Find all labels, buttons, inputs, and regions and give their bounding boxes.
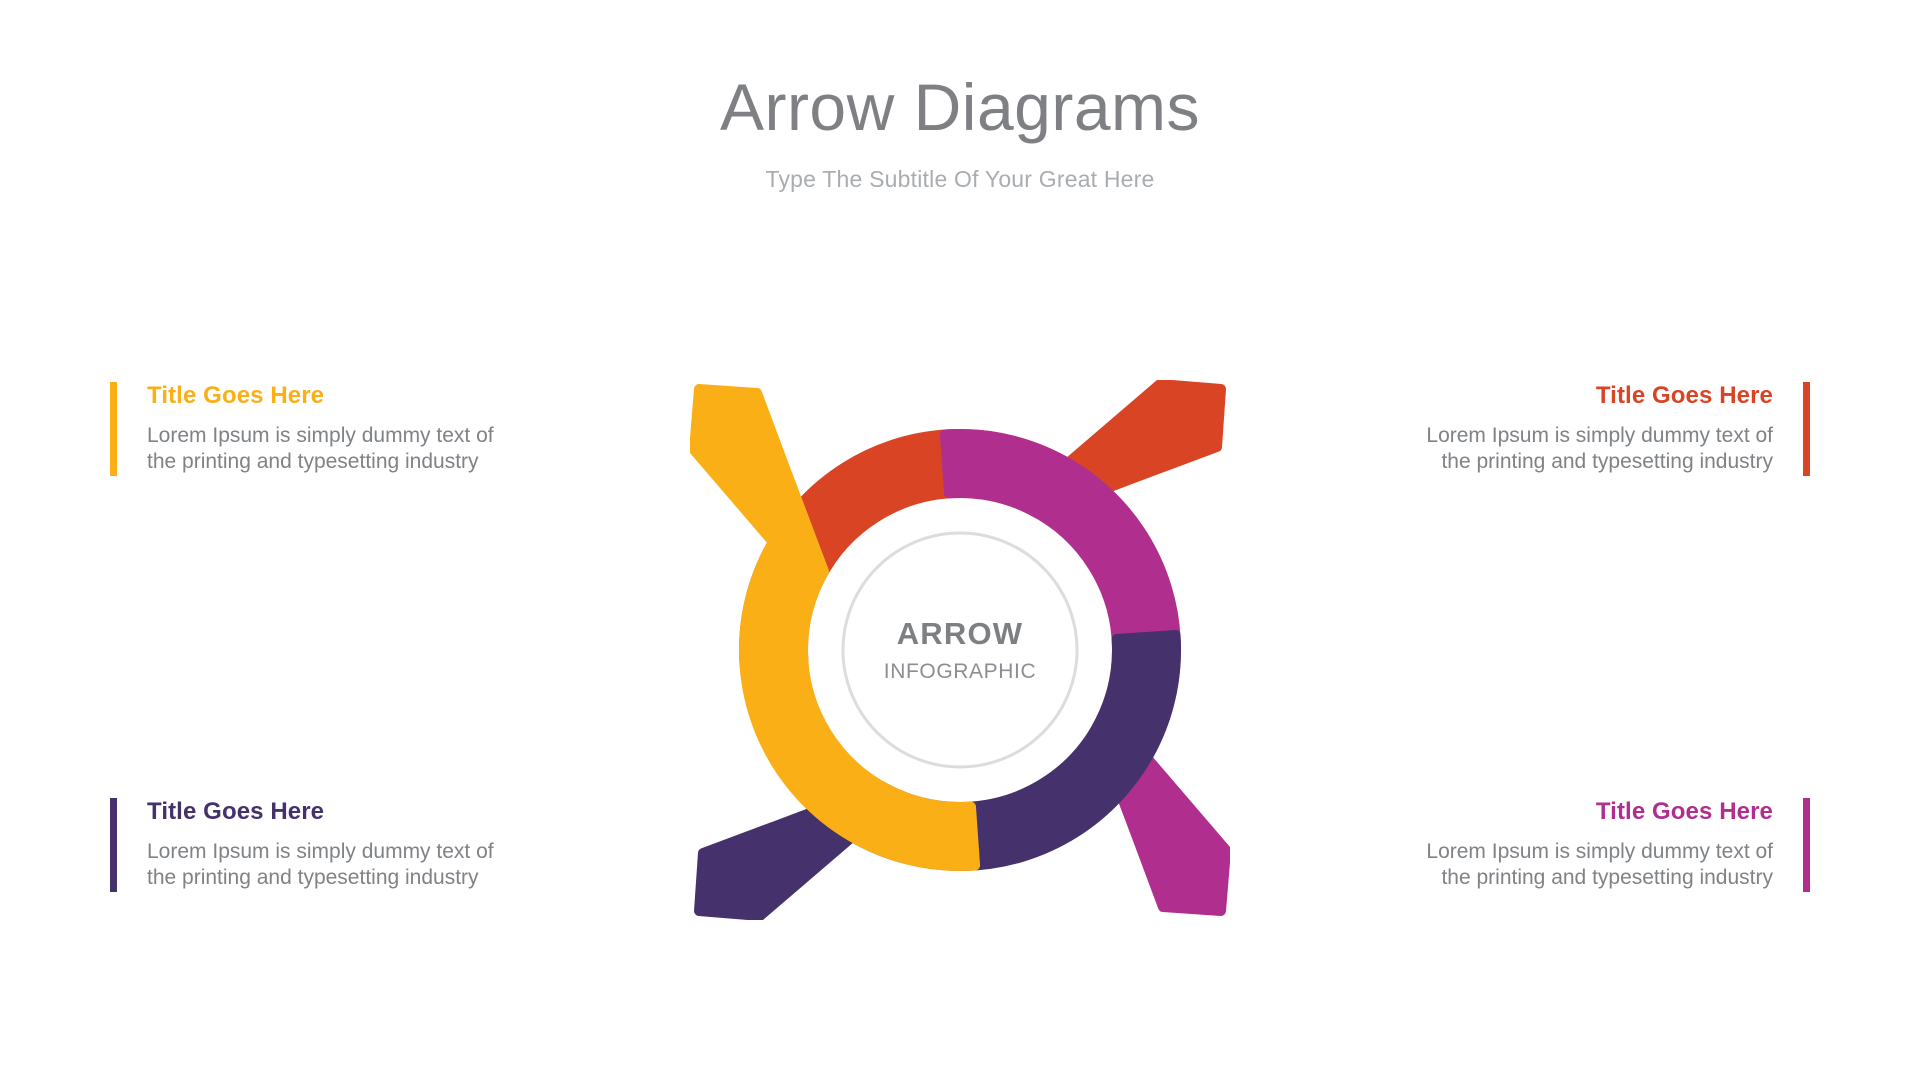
center-ring-circle: [841, 531, 1079, 769]
info-block-bottom-left[interactable]: Title Goes Here Lorem Ipsum is simply du…: [110, 798, 507, 893]
info-block-body: Lorem Ipsum is simply dummy text of the …: [147, 423, 494, 474]
info-block-title: Title Goes Here: [147, 382, 325, 409]
page-subtitle: Type The Subtitle Of Your Great Here: [765, 166, 1155, 192]
info-block-top-right[interactable]: Title Goes Here Lorem Ipsum is simply du…: [1413, 382, 1810, 477]
info-block-title: Title Goes Here: [1595, 382, 1773, 409]
info-block-title: Title Goes Here: [1595, 798, 1773, 825]
info-block-top-left[interactable]: Title Goes Here Lorem Ipsum is simply du…: [110, 382, 507, 477]
info-block-body: Lorem Ipsum is simply dummy text of the …: [147, 839, 494, 890]
info-block-body: Lorem Ipsum is simply dummy text of the …: [1426, 423, 1773, 474]
info-block-bottom-right[interactable]: Title Goes Here Lorem Ipsum is simply du…: [1413, 798, 1810, 893]
page-title: Arrow Diagrams: [719, 70, 1201, 144]
arrow-top-left[interactable]: [690, 384, 981, 871]
info-block-body: Lorem Ipsum is simply dummy text of the …: [1426, 839, 1773, 890]
slide-header: Arrow Diagrams Type The Subtitle Of Your…: [0, 0, 1920, 193]
arrow-cycle-diagram: ARROW INFOGRAPHIC: [690, 380, 1230, 920]
info-block-title: Title Goes Here: [147, 798, 325, 825]
